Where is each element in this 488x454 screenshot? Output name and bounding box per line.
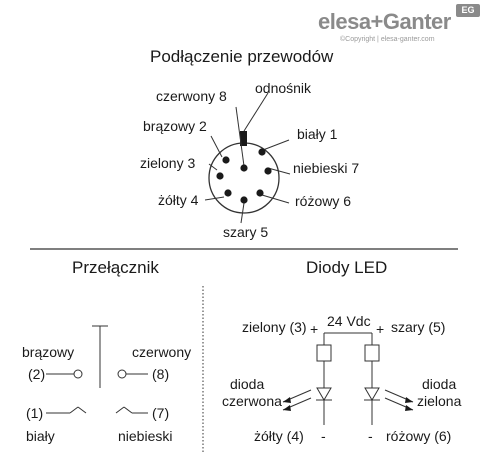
led-minus-right: -: [368, 428, 373, 444]
leader-pin7: [267, 167, 291, 175]
led-voltage: 24 Vdc: [327, 313, 371, 329]
leader-reference: [243, 92, 269, 132]
label-pin3: zielony 3: [140, 155, 196, 171]
leader-pin5: [240, 202, 245, 224]
brand-name: elesa+Ganter: [318, 9, 451, 34]
connector-key: [240, 131, 247, 146]
led-label-grey-wire: szary (5): [391, 319, 446, 335]
led-green-symbol: [364, 387, 380, 401]
pin-2: [222, 156, 230, 164]
leader-pin2: [210, 135, 223, 158]
label-pin2: brązowy 2: [143, 118, 207, 134]
led-minus-left: -: [321, 428, 326, 444]
switch-label-red: czerwony: [132, 344, 192, 360]
pin-3: [216, 172, 224, 180]
switch-contact-8: [117, 369, 127, 379]
switch-label-brown: brązowy: [22, 344, 75, 360]
led-plus-right: +: [376, 321, 385, 337]
switch-label-white: biały: [26, 428, 55, 444]
led-label-green-wire: zielony (3): [242, 319, 307, 335]
pin-8: [240, 164, 248, 172]
label-pin7: niebieski 7: [293, 160, 360, 176]
pin-4: [224, 189, 232, 197]
led-label-red-diode-l2: czerwona: [222, 393, 282, 409]
label-pin8: czerwony 8: [156, 88, 227, 104]
leader-pin8: [235, 106, 245, 167]
switch-label-white-num: (1): [26, 405, 44, 421]
label-pin6: różowy 6: [295, 193, 352, 209]
led-title: Diody LED: [306, 258, 388, 277]
label-pin4: żółty 4: [158, 192, 199, 208]
label-pin5: szary 5: [223, 224, 269, 240]
pin-1: [258, 148, 266, 156]
switch-label-red-num: (8): [152, 366, 170, 382]
switch-label-blue: niebieski: [118, 428, 173, 444]
label-pin1: biały 1: [297, 126, 338, 142]
resistor-left: [316, 344, 332, 362]
resistor-right: [364, 344, 380, 362]
switch-title: Przełącznik: [72, 258, 159, 277]
led-label-green-diode-l1: dioda: [422, 376, 457, 392]
brand-copyright: ©Copyright | elesa-ganter.com: [340, 36, 435, 43]
leader-pin3: [208, 163, 218, 171]
pin-5: [240, 196, 248, 204]
label-reference: odnośnik: [255, 80, 312, 96]
led-label-red-diode-l1: dioda: [230, 376, 265, 392]
led-red-symbol: [316, 387, 332, 401]
switch-label-brown-num: (2): [28, 366, 46, 382]
led-label-yellow-wire: żółty (4): [254, 428, 304, 444]
wiring-title: Podłączenie przewodów: [150, 47, 334, 66]
led-label-pink-wire: różowy (6): [386, 428, 452, 444]
leader-pin6: [261, 194, 290, 204]
switch-contact-7: [115, 406, 125, 414]
pin-6: [256, 189, 264, 197]
led-label-green-diode-l2: zielona: [417, 393, 462, 409]
pin-7: [264, 167, 272, 175]
brand-logo: elesa+Ganter ©Copyright | elesa-ganter.c…: [318, 4, 484, 48]
switch-label-blue-num: (7): [152, 405, 170, 421]
leader-pin1: [262, 139, 290, 151]
leader-pin4: [204, 196, 225, 201]
switch-contact-2: [73, 369, 83, 379]
led-plus-left: +: [310, 321, 319, 337]
brand-badge: EG: [456, 4, 480, 17]
